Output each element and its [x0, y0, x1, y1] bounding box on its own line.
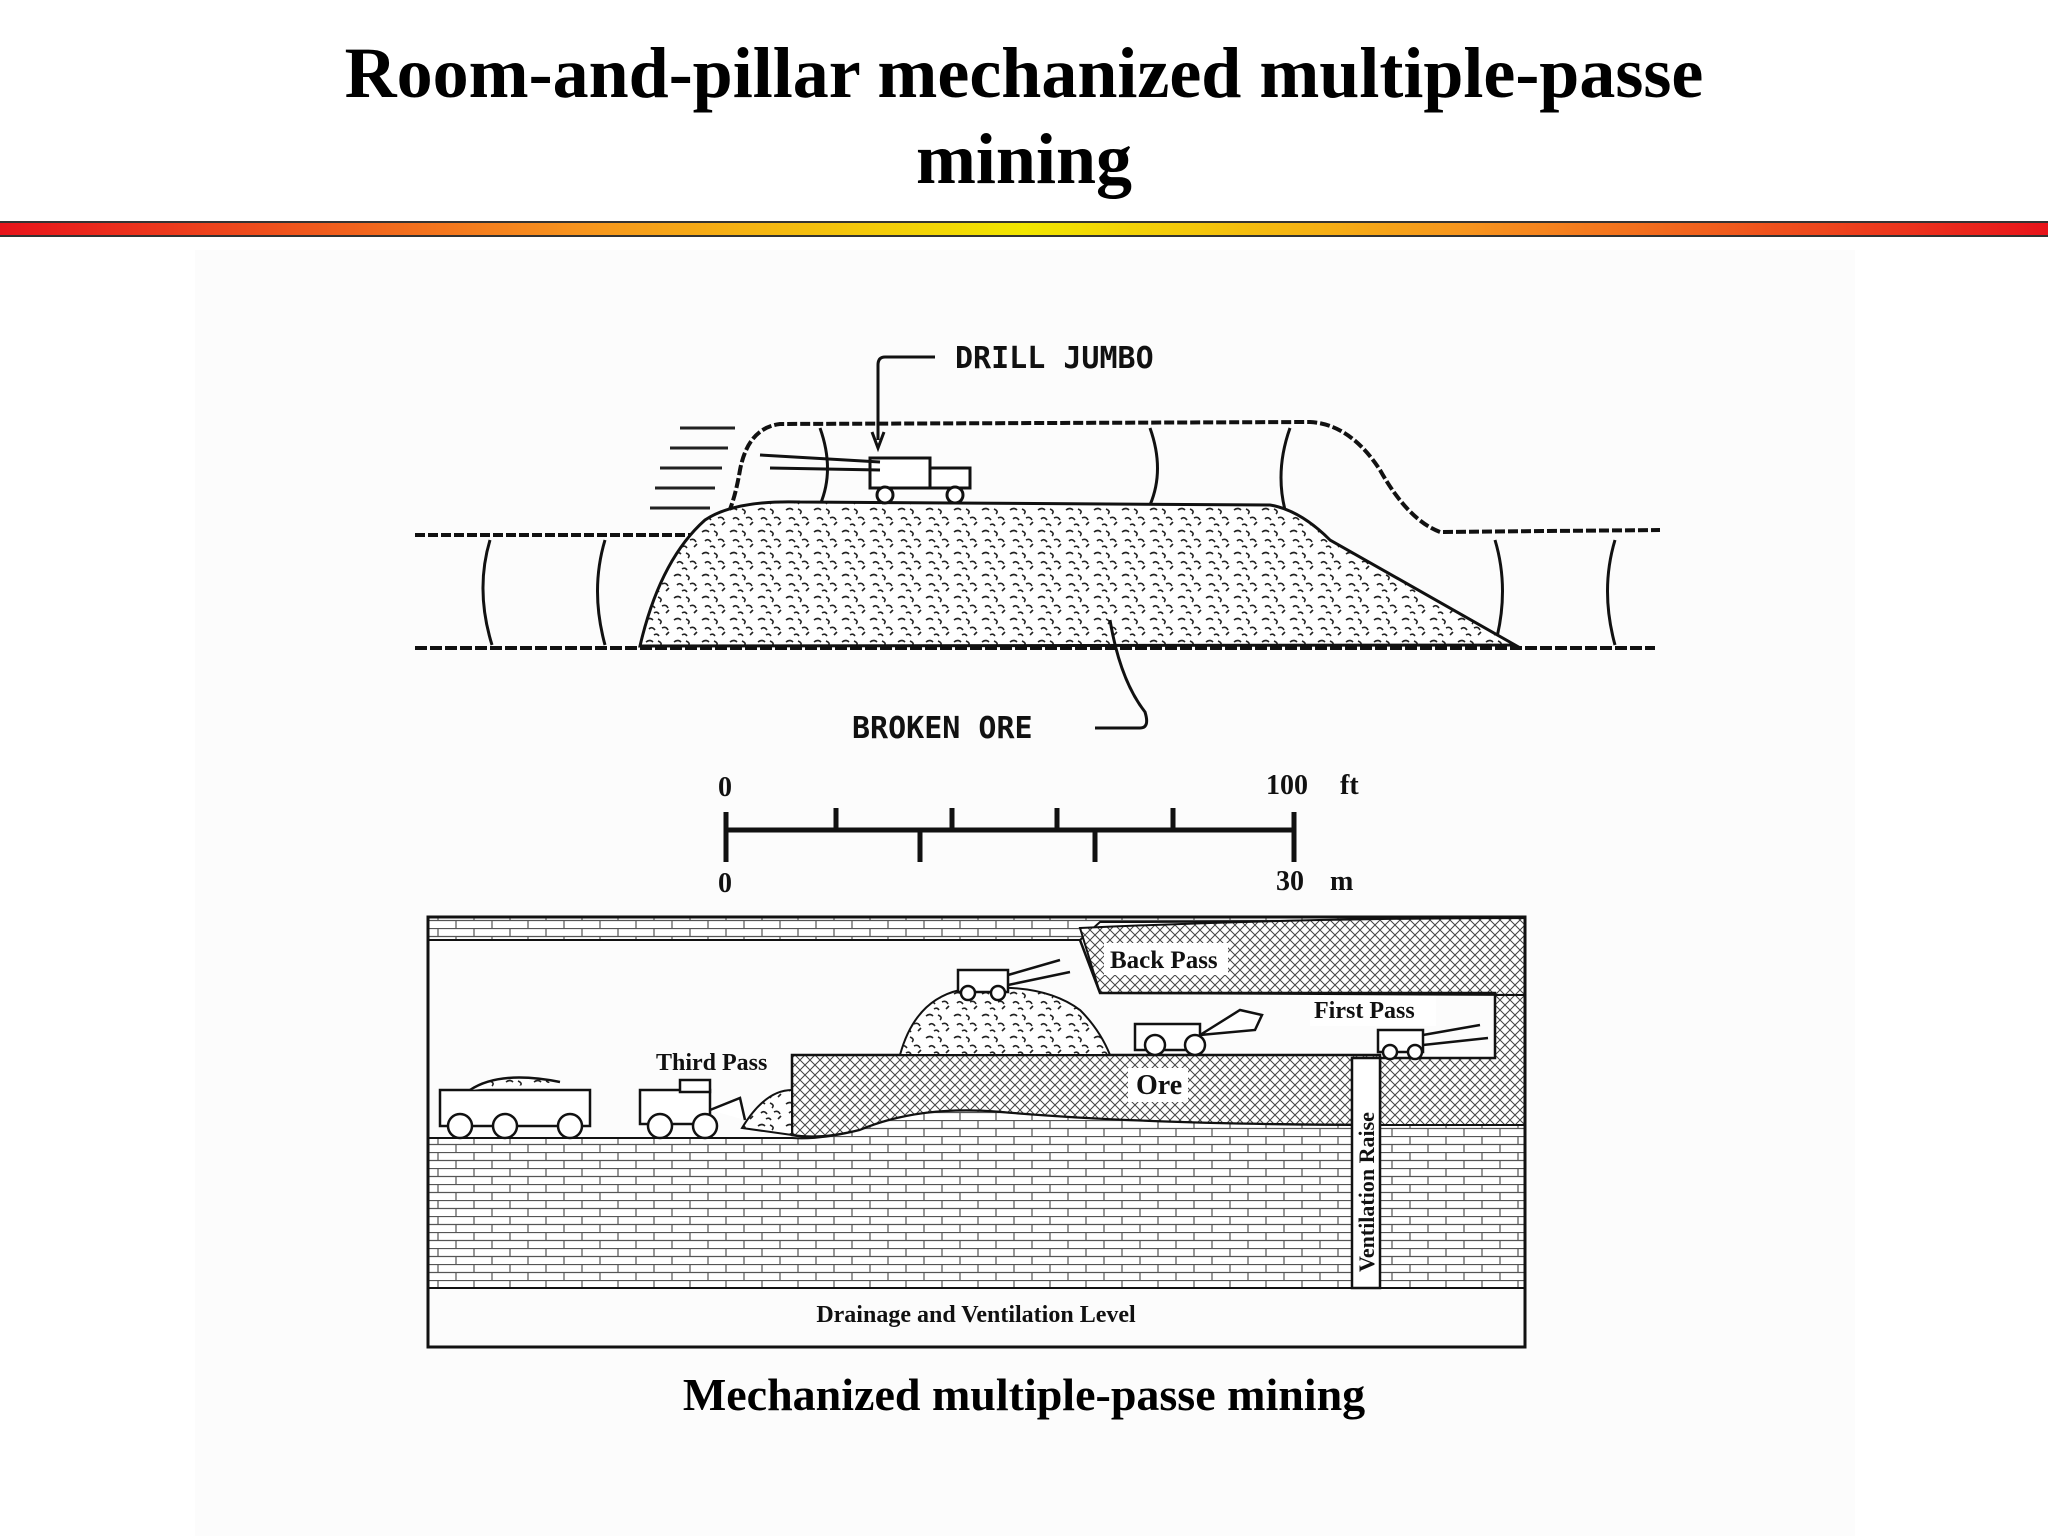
ore-label-bg [1128, 1068, 1188, 1102]
figure-caption: Mechanized multiple-passe mining [682, 1369, 1366, 1420]
diagram-panel [195, 250, 1855, 1536]
first-pass-label-bg [1310, 996, 1436, 1026]
third-pass-rubble [740, 1088, 793, 1137]
title-divider-bar [0, 221, 2048, 237]
loader-third-pass [638, 1078, 747, 1140]
ventilation-raise-shaft [1350, 1056, 1382, 1290]
loader-first-pass [1133, 1008, 1264, 1057]
third-pass-label: Third Pass [656, 1050, 767, 1076]
top-room-and-pillar-section: DRILL JUMBO BROKEN ORE [415, 341, 1661, 746]
title-line-2: mining [915, 119, 1133, 199]
loader-truck-left [438, 1076, 592, 1140]
scale-ft-unit: ft [1340, 770, 1359, 801]
bottom-multiple-pass-section: Ventilation Raise [426, 915, 1527, 1349]
scale-m-unit: m [1330, 866, 1353, 897]
scale-ticks-m [917, 830, 1098, 862]
back-pass-label: Back Pass [1110, 947, 1218, 974]
back-pass-label-bg [1104, 943, 1228, 975]
section-frame [426, 915, 1527, 1349]
scale-ft-start: 0 [718, 772, 732, 803]
drill-jumbo-label: DRILL JUMBO [955, 341, 1154, 376]
drainage-level-label: Drainage and Ventilation Level [816, 1302, 1136, 1328]
scale-m-start: 0 [718, 868, 732, 899]
roof-line [415, 419, 1661, 537]
scale-bar: 0 100 ft 0 30 m [718, 770, 1359, 899]
broken-ore-label: BROKEN ORE [852, 711, 1033, 746]
ventilation-raise-label: Ventilation Raise [1354, 1112, 1379, 1272]
broken-ore-leader [1095, 619, 1149, 730]
drill-jumbo-machine [759, 453, 972, 505]
broken-ore-pile [638, 500, 1521, 648]
lower-rock-band [427, 1109, 1526, 1289]
scale-ticks-ft [833, 808, 1176, 830]
slide-title: Room-and-pillar mechanized multiple-pass… [0, 30, 2048, 202]
drill-first-pass [1376, 1023, 1489, 1061]
scale-ft-end: 100 [1266, 770, 1308, 801]
scaler-back-pass [956, 958, 1071, 1002]
blast-hole-lines [650, 426, 735, 510]
drill-jumbo-leader [876, 355, 935, 440]
ore-label: Ore [1136, 1070, 1182, 1101]
title-line-1: Room-and-pillar mechanized multiple-pass… [344, 33, 1704, 113]
scale-m-end: 30 [1276, 866, 1304, 897]
muck-pile [898, 986, 1112, 1056]
first-pass-label: First Pass [1314, 998, 1415, 1024]
